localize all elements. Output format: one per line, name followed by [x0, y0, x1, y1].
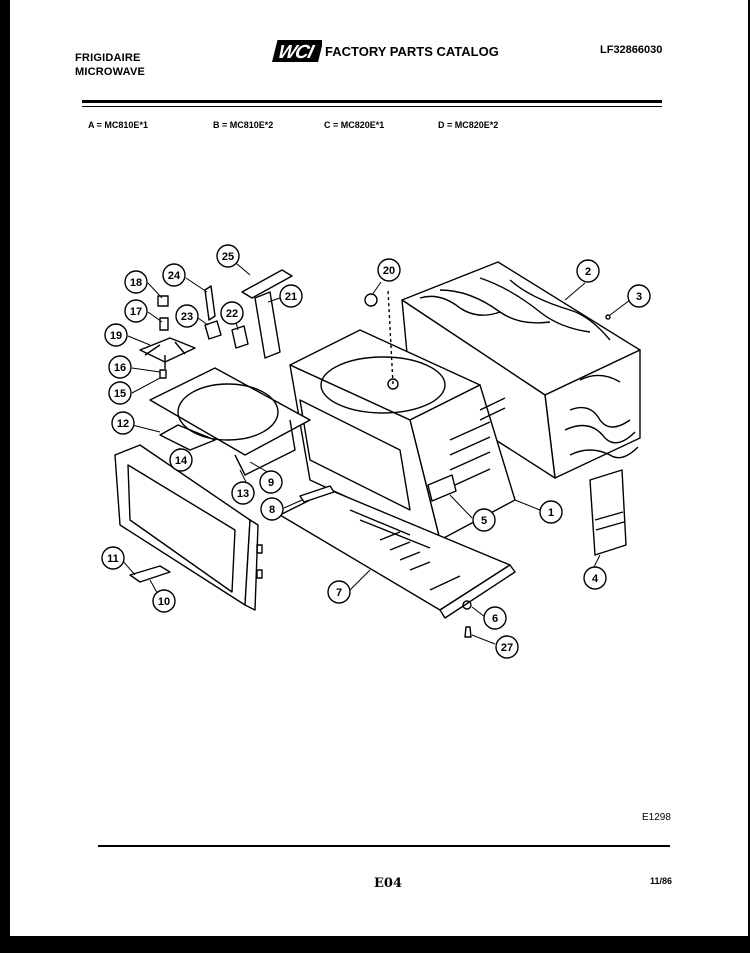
footer-rule	[98, 845, 670, 847]
callout-5: 5	[472, 508, 496, 532]
callout-group: 1 2 3 4 5 6 7 8 9 10 11 12 13 14 15 16 1…	[101, 244, 651, 659]
side-panel	[589, 469, 627, 556]
svg-text:WCI: WCI	[276, 42, 317, 63]
callout-17: 17	[124, 299, 148, 323]
callout-12: 12	[111, 411, 135, 435]
wci-logo: WCI	[270, 38, 324, 69]
callout-13: 13	[231, 481, 255, 505]
door-assembly	[114, 444, 263, 611]
callout-6: 6	[483, 606, 507, 630]
svg-text:20: 20	[383, 265, 395, 277]
callout-10: 10	[152, 589, 176, 613]
callout-27: 27	[495, 635, 519, 659]
header-rule-thin	[82, 106, 662, 107]
callout-20: 20	[377, 258, 401, 282]
fan-motor-parts	[139, 269, 611, 638]
brand-name: FRIGIDAIRE	[75, 52, 141, 64]
svg-text:11: 11	[107, 553, 119, 565]
svg-text:2: 2	[585, 266, 591, 278]
model-c: C = MC820E*1	[324, 120, 385, 130]
callout-18: 18	[124, 270, 148, 294]
callout-16: 16	[108, 355, 132, 379]
svg-text:5: 5	[481, 515, 487, 527]
page-code: E04	[374, 876, 402, 891]
svg-text:6: 6	[492, 613, 498, 625]
svg-text:10: 10	[158, 596, 170, 608]
catalog-title: FACTORY PARTS CATALOG	[325, 44, 499, 59]
diagram-code: E1298	[642, 812, 671, 823]
svg-text:7: 7	[336, 587, 342, 599]
svg-text:18: 18	[130, 277, 142, 289]
callout-11: 11	[101, 546, 125, 570]
svg-text:4: 4	[592, 573, 599, 585]
callout-24: 24	[162, 263, 186, 287]
callout-19: 19	[104, 323, 128, 347]
publication-number: LF32866030	[600, 44, 663, 56]
svg-text:13: 13	[237, 488, 249, 500]
svg-text:27: 27	[501, 642, 513, 654]
product-type: MICROWAVE	[75, 66, 146, 78]
svg-text:21: 21	[285, 291, 297, 303]
callout-8: 8	[260, 497, 284, 521]
model-a: A = MC810E*1	[88, 120, 148, 130]
callout-3: 3	[627, 284, 651, 308]
callout-1: 1	[539, 500, 563, 524]
svg-text:15: 15	[114, 388, 126, 400]
svg-text:8: 8	[269, 504, 275, 516]
callout-9: 9	[259, 470, 283, 494]
blower-assembly	[149, 367, 311, 476]
catalog-page: FRIGIDAIRE MICROWAVE WCI FACTORY PARTS C…	[10, 0, 748, 936]
svg-text:3: 3	[636, 291, 642, 303]
header-rule	[82, 100, 662, 103]
callout-2: 2	[576, 259, 600, 283]
model-b: B = MC810E*2	[213, 120, 274, 130]
callout-21: 21	[279, 284, 303, 308]
svg-text:1: 1	[548, 507, 554, 519]
callout-23: 23	[175, 304, 199, 328]
svg-text:22: 22	[226, 308, 238, 320]
callout-4: 4	[583, 566, 607, 590]
model-d: D = MC820E*2	[438, 120, 499, 130]
callout-7: 7	[327, 580, 351, 604]
svg-text:17: 17	[130, 306, 142, 318]
svg-text:24: 24	[168, 270, 181, 282]
svg-text:12: 12	[117, 418, 129, 430]
svg-text:14: 14	[175, 455, 188, 467]
svg-text:9: 9	[268, 477, 274, 489]
oven-chassis	[289, 289, 516, 541]
issue-date: 11/86	[650, 876, 673, 886]
callout-25: 25	[216, 244, 240, 268]
svg-text:19: 19	[110, 330, 122, 342]
svg-text:23: 23	[181, 311, 193, 323]
svg-text:16: 16	[114, 362, 126, 374]
callout-15: 15	[108, 381, 132, 405]
svg-text:25: 25	[222, 251, 234, 263]
leader-lines	[121, 257, 631, 645]
callout-22: 22	[220, 301, 244, 325]
callout-14: 14	[169, 448, 193, 472]
exploded-parts-diagram: 1 2 3 4 5 6 7 8 9 10 11 12 13 14 15 16 1…	[101, 244, 651, 659]
